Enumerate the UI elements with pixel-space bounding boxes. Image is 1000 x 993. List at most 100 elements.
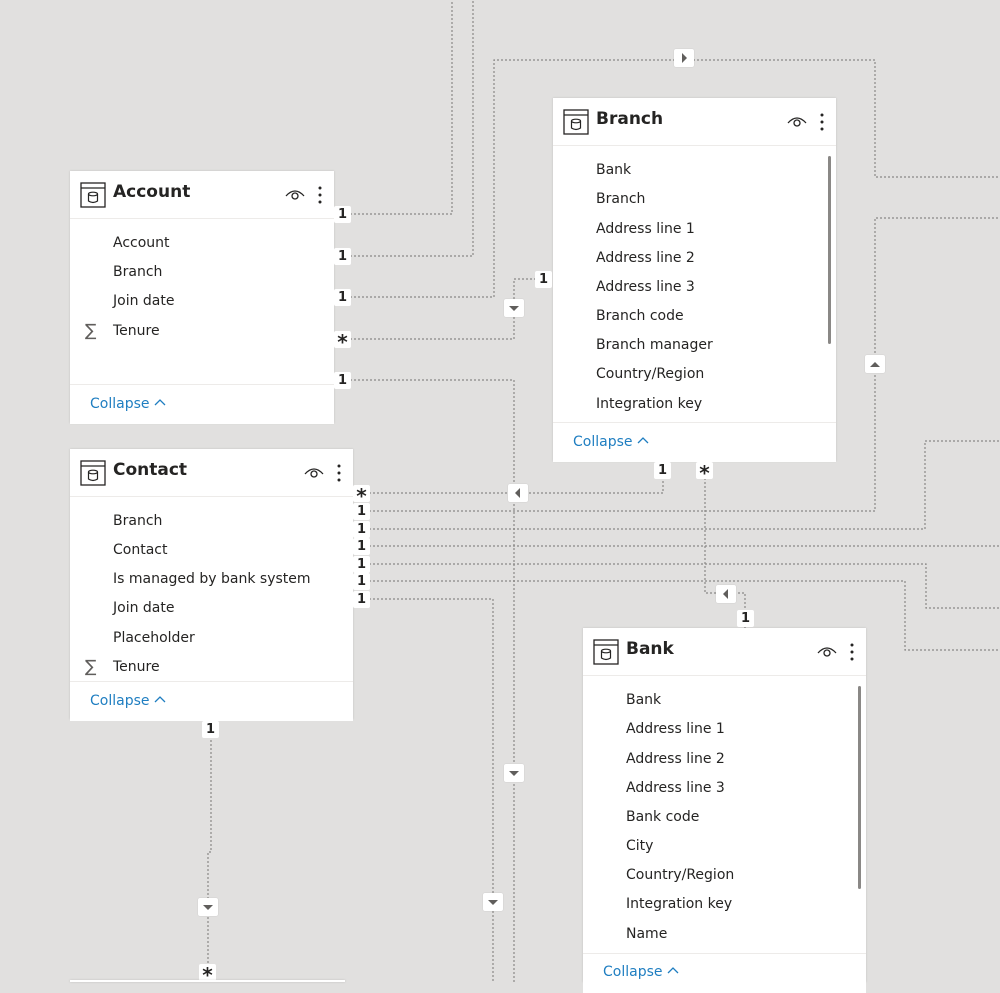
table-card-bank[interactable]: Bank Bank Address line 1 Address line 2 … — [583, 628, 866, 993]
table-card-contact[interactable]: Contact Branch Contact Is managed by ban… — [70, 449, 353, 721]
collapse-bar: Collapse — [70, 384, 334, 424]
cardinality-one-badge: 1 — [654, 462, 671, 479]
eye-icon[interactable] — [285, 186, 305, 202]
table-card-branch[interactable]: Branch Bank Branch Address line 1 Addres… — [553, 98, 836, 462]
sigma-icon: ∑ — [85, 321, 97, 341]
field-item[interactable]: Branch code — [596, 308, 684, 324]
field-item[interactable]: Bank — [596, 162, 632, 178]
field-item[interactable]: Placeholder — [113, 630, 195, 646]
filter-direction-down-icon[interactable] — [504, 299, 524, 317]
field-item[interactable]: Address line 3 — [626, 780, 725, 796]
cardinality-one-badge: 1 — [535, 271, 552, 288]
field-item[interactable]: Tenure — [113, 323, 160, 339]
table-title: Bank — [626, 639, 674, 659]
cardinality-many-badge: * — [334, 331, 351, 353]
cardinality-one-badge: 1 — [353, 503, 370, 520]
relationship-line — [207, 720, 212, 982]
chevron-up-icon — [637, 437, 648, 444]
field-item[interactable]: Address line 3 — [596, 279, 695, 295]
field-item[interactable]: Is managed by bank system — [113, 571, 311, 587]
table-title: Branch — [596, 109, 664, 129]
collapse-link[interactable]: Collapse — [90, 693, 166, 709]
relationship-line — [704, 462, 746, 628]
relationship-line — [334, 59, 1000, 298]
collapse-bar: Collapse — [553, 422, 836, 462]
cardinality-one-badge: 1 — [353, 556, 370, 573]
table-card-header[interactable]: Branch — [553, 98, 836, 146]
table-card-header[interactable]: Bank — [583, 628, 866, 676]
relationship-line — [334, 0, 474, 257]
scrollbar[interactable] — [858, 686, 861, 889]
eye-icon[interactable] — [304, 464, 324, 480]
eye-icon[interactable] — [817, 643, 837, 659]
chevron-up-icon — [667, 967, 678, 974]
table-card-header[interactable]: Account — [70, 171, 334, 219]
field-item[interactable]: Branch — [113, 264, 163, 280]
collapse-link[interactable]: Collapse — [90, 396, 166, 412]
collapse-bar: Collapse — [70, 681, 353, 721]
filter-direction-down-icon[interactable] — [198, 898, 218, 916]
sigma-icon: ∑ — [85, 657, 97, 677]
field-item[interactable]: Tenure — [113, 659, 160, 675]
cardinality-many-badge: * — [696, 462, 713, 484]
cardinality-one-badge: 1 — [353, 591, 370, 608]
cardinality-one-badge: 1 — [202, 721, 219, 738]
filter-direction-down-icon[interactable] — [483, 893, 503, 911]
eye-icon[interactable] — [787, 113, 807, 129]
more-options-icon[interactable] — [849, 642, 855, 662]
relationship-line — [334, 0, 453, 215]
filter-direction-up-icon[interactable] — [865, 355, 885, 373]
field-item[interactable]: Integration key — [626, 896, 733, 912]
field-item[interactable]: Address line 1 — [596, 221, 695, 237]
table-card-account[interactable]: Account Account Branch Join date ∑ Tenur… — [70, 171, 334, 424]
table-card-partial[interactable] — [70, 980, 345, 982]
relationship-line — [353, 563, 1000, 609]
field-item[interactable]: Contact — [113, 542, 168, 558]
table-card-header[interactable]: Contact — [70, 449, 353, 497]
more-options-icon[interactable] — [317, 185, 323, 205]
cardinality-one-badge: 1 — [353, 521, 370, 538]
relationship-line — [353, 580, 1000, 651]
cardinality-many-badge: * — [199, 964, 216, 986]
field-item[interactable]: Address line 1 — [626, 721, 725, 737]
field-item[interactable]: Branch — [113, 513, 163, 529]
more-options-icon[interactable] — [336, 463, 342, 483]
relationship-line — [353, 598, 494, 982]
relationship-line — [353, 462, 664, 494]
relationship-line — [353, 440, 1000, 530]
field-item[interactable]: Bank — [626, 692, 662, 708]
cardinality-one-badge: 1 — [737, 610, 754, 627]
field-item[interactable]: Account — [113, 235, 170, 251]
cardinality-one-badge: 1 — [353, 573, 370, 590]
field-item[interactable]: Bank code — [626, 809, 700, 825]
field-item[interactable]: Country/Region — [626, 867, 735, 883]
chevron-up-icon — [154, 399, 165, 406]
filter-direction-right-icon[interactable] — [674, 49, 694, 67]
table-title: Contact — [113, 460, 188, 480]
table-icon — [80, 460, 106, 486]
chevron-up-icon — [154, 696, 165, 703]
filter-direction-left-icon[interactable] — [508, 484, 528, 502]
field-item[interactable]: Join date — [113, 293, 175, 309]
field-item[interactable]: Branch manager — [596, 337, 713, 353]
cardinality-one-badge: 1 — [334, 248, 351, 265]
field-item[interactable]: Name — [626, 926, 668, 942]
field-item[interactable]: Address line 2 — [626, 751, 725, 767]
filter-direction-left-icon[interactable] — [716, 585, 736, 603]
cardinality-one-badge: 1 — [353, 538, 370, 555]
scrollbar[interactable] — [828, 156, 831, 344]
collapse-link[interactable]: Collapse — [603, 964, 679, 980]
collapse-link[interactable]: Collapse — [573, 434, 649, 450]
field-item[interactable]: Join date — [113, 600, 175, 616]
field-item[interactable]: City — [626, 838, 654, 854]
field-item[interactable]: Integration key — [596, 396, 703, 412]
cardinality-many-badge: * — [353, 485, 370, 507]
cardinality-one-badge: 1 — [334, 372, 351, 389]
table-icon — [563, 109, 589, 135]
filter-direction-down-icon[interactable] — [504, 764, 524, 782]
field-item[interactable]: Address line 2 — [596, 250, 695, 266]
field-item[interactable]: Branch — [596, 191, 646, 207]
field-item[interactable]: Country/Region — [596, 366, 705, 382]
more-options-icon[interactable] — [819, 112, 825, 132]
table-title: Account — [113, 182, 191, 202]
